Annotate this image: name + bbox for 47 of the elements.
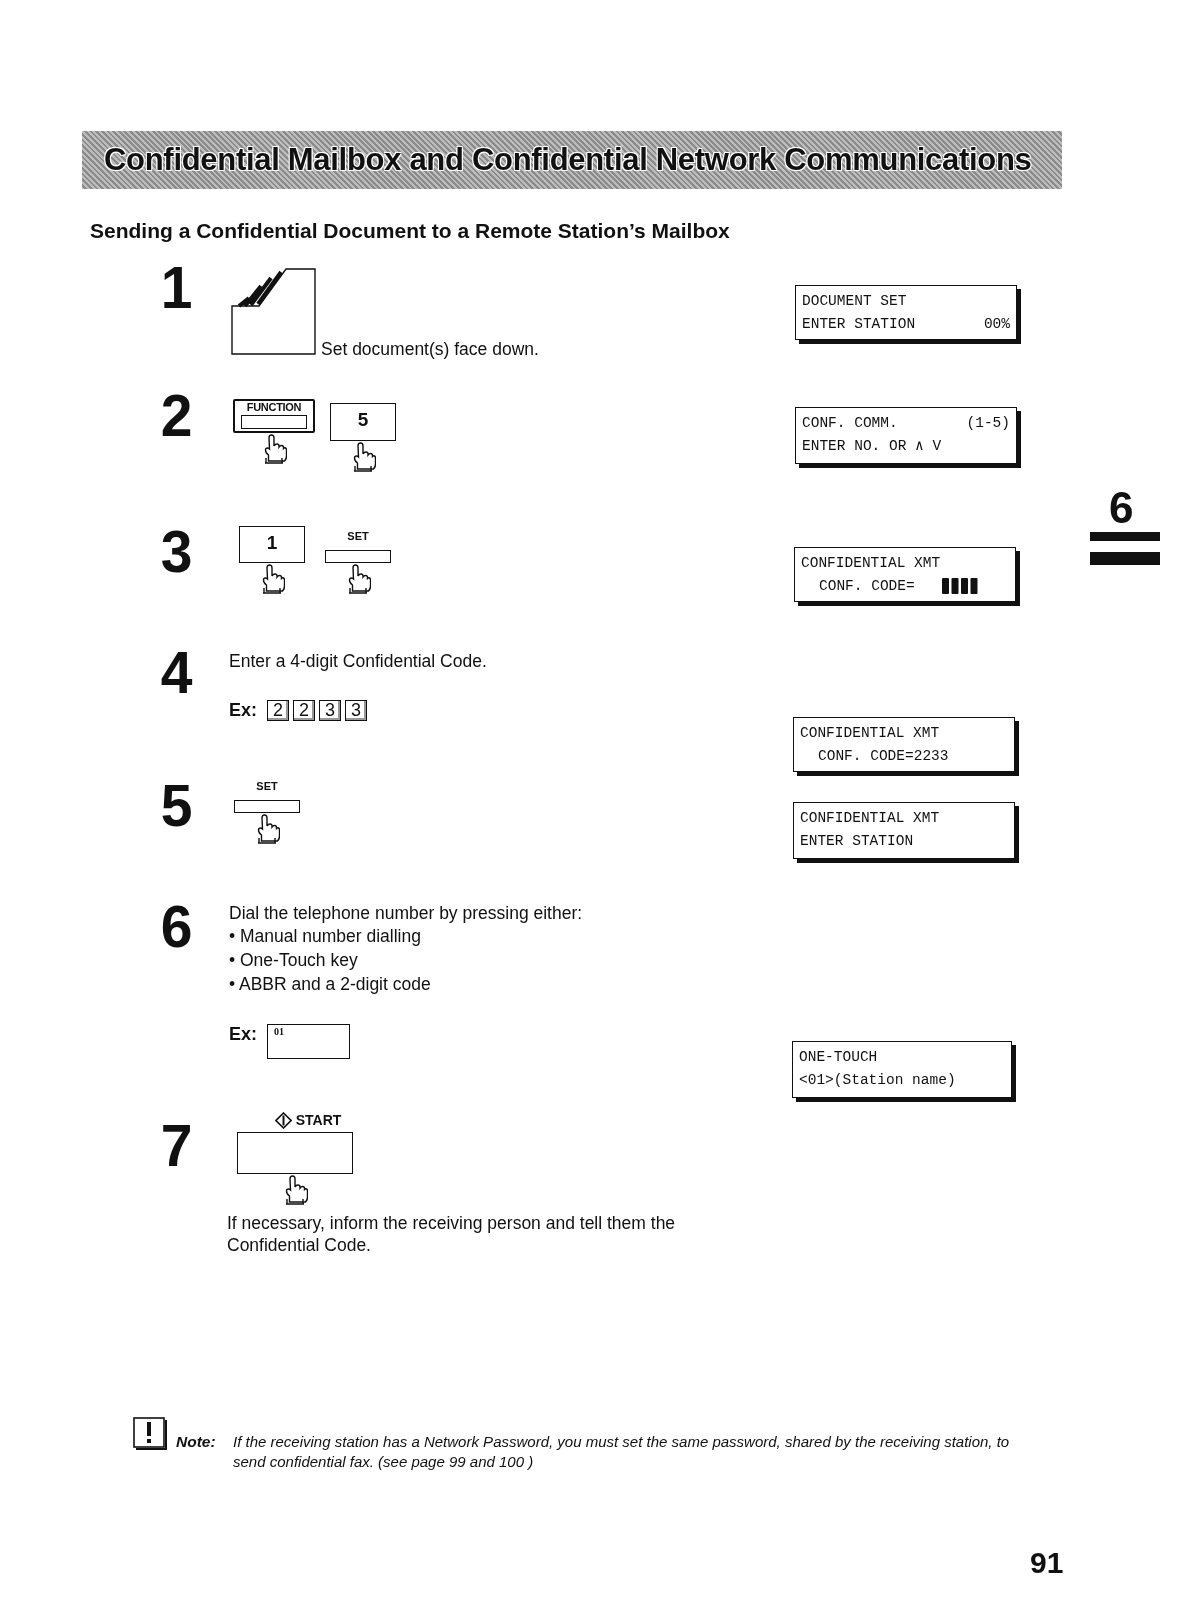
digit-key: 2 [267, 700, 289, 721]
digit-key: 3 [319, 700, 341, 721]
number-key: 5 [330, 403, 396, 441]
step-number: 2 [160, 386, 193, 446]
display-text: ENTER NO. OR ∧ V [802, 437, 942, 456]
note-text: If the receiving station has a Network Password, you must set the same password, shared by the receiving station, to send confidential fax. (see page 99 and 100 ) [233, 1432, 1011, 1472]
chapter-tab-number: 6 [1109, 486, 1134, 530]
display-text: ENTER STATION [802, 315, 916, 334]
step-number: 6 [160, 897, 193, 957]
bullet-item: • Manual number dialling [229, 925, 421, 947]
number-key: 1 [239, 526, 305, 563]
instruction-text: If necessary, inform the receiving person and tell them the Confidential Code. [227, 1212, 677, 1256]
step-number: 3 [160, 522, 193, 582]
function-key: FUNCTION [233, 399, 315, 433]
display-text: CONF. CODE= [819, 577, 915, 596]
display-text: 00% [983, 315, 1010, 334]
note-heading: Note: [176, 1432, 216, 1452]
set-key: SET [325, 529, 391, 563]
bullet-item: • One-Touch key [229, 949, 358, 971]
display-text: CONFIDENTIAL XMT [801, 554, 941, 573]
display-text: CONF. CODE=2233 [818, 747, 949, 766]
bullet-item: • ABBR and a 2-digit code [229, 973, 431, 995]
section-heading: Sending a Confidential Document to a Remote Station’s Mailbox [90, 219, 730, 243]
step-number: 4 [160, 643, 193, 703]
page-title: Confidential Mailbox and Confidential Network Communications [104, 142, 1032, 178]
example-label: Ex: [229, 1023, 257, 1045]
step-number: 1 [160, 258, 193, 318]
digit-key: 2 [293, 700, 315, 721]
step-number: 7 [160, 1116, 193, 1176]
display-text: ENTER STATION [800, 832, 914, 851]
set-key: SET [234, 779, 300, 813]
instruction-text: Set document(s) face down. [321, 338, 539, 360]
step-number: 5 [160, 776, 193, 836]
page-number: 91 [1030, 1548, 1064, 1578]
instruction-text: Dial the telephone number by pressing either: [229, 902, 583, 924]
display-text: CONFIDENTIAL XMT [800, 809, 940, 828]
display-text: DOCUMENT SET [802, 292, 907, 311]
example-label: Ex: [229, 699, 257, 721]
display-text: <01>(Station name) [799, 1071, 956, 1090]
instruction-text: Enter a 4-digit Confidential Code. [229, 650, 487, 672]
display-text: CONF. COMM. [802, 414, 898, 433]
display-text: CONFIDENTIAL XMT [800, 724, 940, 743]
digit-key: 3 [345, 700, 367, 721]
display-text: ONE-TOUCH [799, 1048, 878, 1067]
one-touch-key: 01 [267, 1024, 350, 1059]
start-key: START [237, 1111, 353, 1174]
display-text: (1-5) [966, 414, 1010, 433]
